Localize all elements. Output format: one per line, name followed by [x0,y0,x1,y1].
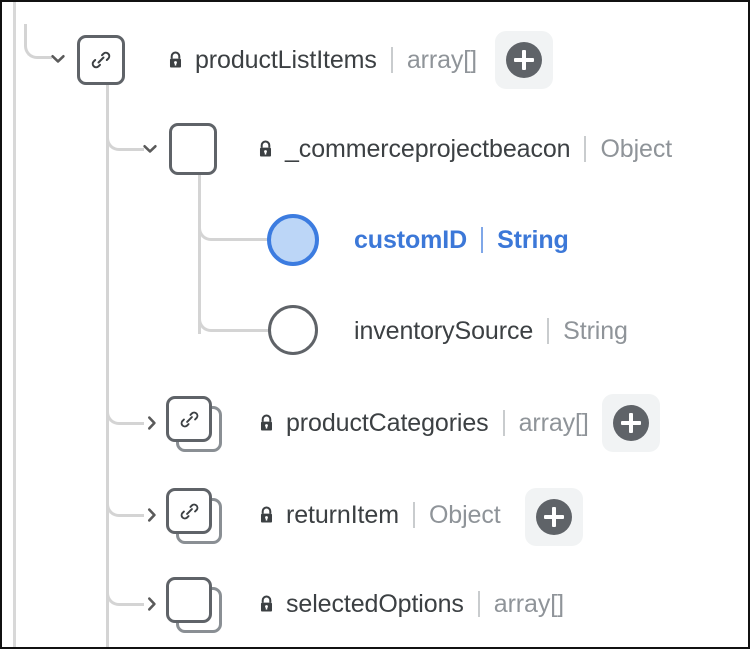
tree-trunk-level1 [106,84,109,647]
toggle-productlistitems[interactable] [49,50,67,68]
plus-icon [536,499,572,535]
field-type: Object [600,134,673,163]
lock-icon [256,412,276,434]
field-type: array[] [518,408,589,437]
node-icon-productcategories[interactable] [166,396,224,454]
field-type: Object [428,500,501,529]
link-glyph-icon [169,399,209,439]
add-button-returnitem[interactable] [525,488,583,546]
row-commerceprojectbeacon[interactable]: _commerceprojectbeacon Object [255,132,672,166]
add-button-productlistitems[interactable] [495,31,553,89]
field-name: inventorySource [354,316,534,345]
tree-elbow-inventorysource [198,303,270,332]
row-selectedoptions[interactable]: selectedOptions array[] [256,587,564,621]
tree-trunk-level2 [198,174,201,334]
stacked-link-card-icon [166,396,212,442]
field-separator [547,318,550,344]
field-name: returnItem [286,500,399,529]
card-icon [169,123,217,175]
plus-icon [613,405,649,441]
tree-rail-outer [13,2,16,647]
tree-elbow-productcategories [106,394,144,425]
tree-elbow-selectedoptions [106,575,144,606]
row-inventorysource[interactable]: inventorySource String [354,314,628,348]
field-separator [412,502,415,528]
field-name: customID [354,225,468,254]
link-glyph-icon [80,38,122,82]
lock-icon [165,49,185,71]
tree-elbow-customid [198,212,270,241]
field-separator [481,227,484,253]
field-separator [584,136,587,162]
row-returnitem[interactable]: returnItem Object [256,498,501,532]
link-card-icon [77,35,125,85]
add-button-productcategories[interactable] [602,394,660,452]
field-name: _commerceprojectbeacon [285,134,571,163]
toggle-productcategories[interactable] [143,414,161,432]
tree-elbow-commerceprojectbeacon [106,120,144,151]
node-icon-inventorysource[interactable] [268,305,318,355]
field-type: array[] [493,589,564,618]
row-customid[interactable]: customID String [354,223,569,257]
node-icon-commerceprojectbeacon[interactable] [169,123,217,175]
field-type: array[] [406,45,477,74]
field-type: String [497,225,569,254]
node-icon-returnitem[interactable] [166,488,224,546]
node-icon-customid[interactable] [267,214,319,266]
field-name: productListItems [195,45,377,74]
toggle-commerceprojectbeacon[interactable] [141,140,159,158]
node-icon-productlistitems[interactable] [77,35,125,85]
tree-elbow-root [24,24,52,59]
field-separator [390,47,393,73]
toggle-returnitem[interactable] [143,506,161,524]
link-glyph-icon [169,491,209,531]
stacked-link-card-icon [166,488,212,534]
tree-elbow-returnitem [106,486,144,517]
field-separator [477,591,480,617]
node-icon-selectedoptions[interactable] [166,577,224,635]
toggle-selectedoptions[interactable] [143,595,161,613]
lock-icon [255,138,275,160]
lock-icon [256,504,276,526]
field-type: String [563,316,628,345]
plus-icon [506,42,542,78]
stacked-card-icon [166,577,212,623]
field-separator [502,410,505,436]
row-productlistitems[interactable]: productListItems array[] [165,43,477,77]
lock-icon [256,593,276,615]
row-productcategories[interactable]: productCategories array[] [256,406,589,440]
field-name: productCategories [286,408,489,437]
field-name: selectedOptions [286,589,464,618]
